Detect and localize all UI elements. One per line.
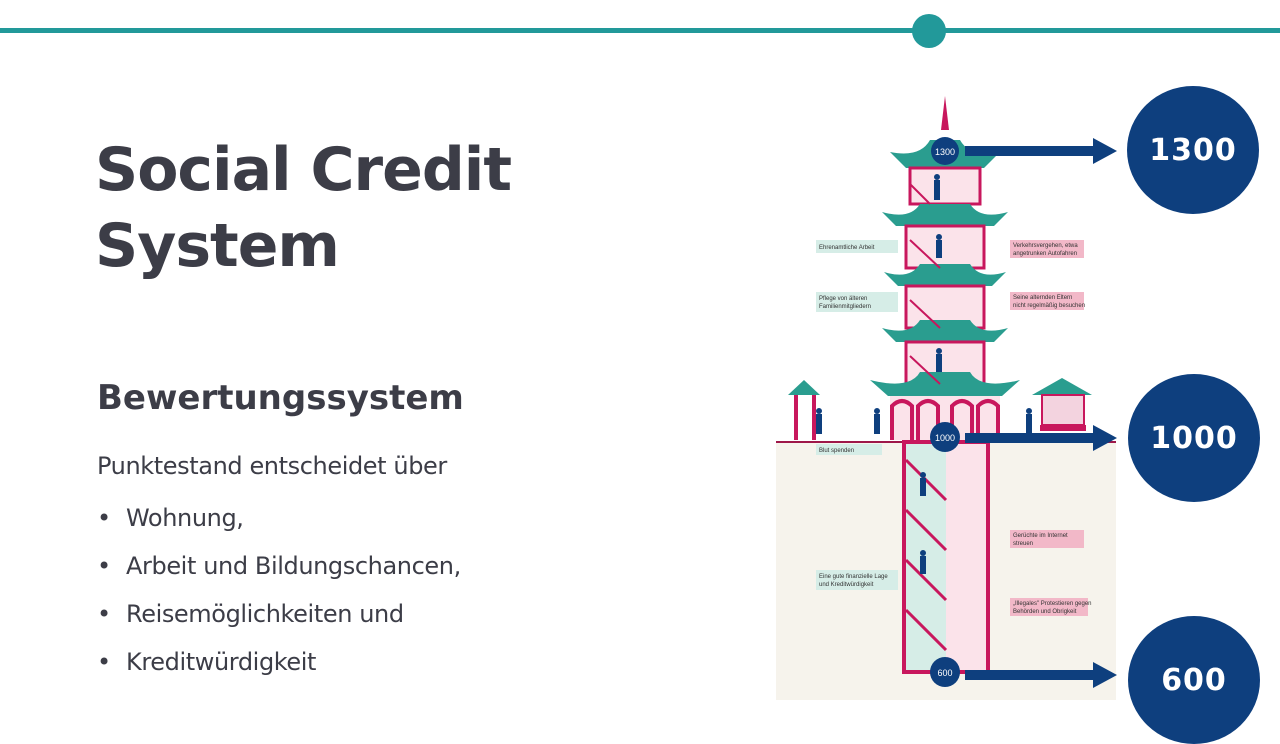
svg-text:1300: 1300 [935, 147, 955, 157]
label-pflege: Pflege von älteren Familienmitgliedern [816, 292, 898, 312]
arrow-1000 [965, 425, 1117, 451]
score-circle-1000: 1000 [1128, 374, 1260, 502]
floor-2 [904, 224, 986, 270]
svg-text:nicht regelmäßig besuchen: nicht regelmäßig besuchen [1013, 303, 1085, 309]
label-geruechte: Gerüchte im Internet streuen [1010, 530, 1084, 548]
svg-text:Ehrenamtliche Arbeit: Ehrenamtliche Arbeit [819, 245, 875, 251]
svg-text:600: 600 [937, 668, 952, 678]
svg-text:Seine alternden Eltern: Seine alternden Eltern [1013, 295, 1072, 301]
svg-text:angetrunken Autofahren: angetrunken Autofahren [1013, 251, 1077, 257]
label-eltern: Seine alternden Eltern nicht regelmäßig … [1010, 292, 1085, 310]
bullet-item: •Arbeit und Bildungschancen, [97, 552, 461, 580]
svg-text:Familienmitgliedern: Familienmitgliedern [819, 304, 871, 310]
score-circle-600: 600 [1128, 616, 1260, 744]
arrow-1300 [965, 138, 1117, 164]
title-line-1: Social Credit [95, 135, 512, 205]
badge-1300: 1300 [931, 137, 959, 165]
title-line-2: System [95, 211, 340, 281]
roof-4 [882, 320, 1008, 342]
header-rule [0, 28, 1280, 33]
roof-main [870, 372, 1020, 396]
slide-title: Social Credit System [95, 132, 512, 284]
tower-spire [941, 96, 949, 130]
roof-3 [884, 264, 1006, 286]
people-figures [816, 174, 1032, 574]
left-pavilion [788, 380, 820, 440]
tower-stairs [909, 183, 941, 385]
pagoda-tower-illustration: 1300 1000 600 Ehrenamtliche Arbeit Pfleg… [776, 96, 1116, 700]
svg-text:Behörden und Obrigkeit: Behörden und Obrigkeit [1013, 609, 1077, 615]
badge-600: 600 [930, 657, 960, 687]
label-finanzen: Eine gute finanzielle Lage und Kreditwür… [816, 570, 898, 590]
svg-text:und Kreditwürdigkeit: und Kreditwürdigkeit [819, 582, 874, 588]
roof-2 [882, 204, 1008, 226]
svg-text:Verkehrsvergehen, etwa: Verkehrsvergehen, etwa [1013, 243, 1078, 249]
badge-1000: 1000 [930, 422, 960, 452]
label-verkehr: Verkehrsvergehen, etwa angetrunken Autof… [1010, 240, 1084, 258]
bullet-item: •Reisemöglichkeiten und [97, 600, 404, 628]
svg-text:Blut spenden: Blut spenden [819, 448, 854, 454]
svg-text:„Illegales" Protestieren gegen: „Illegales" Protestieren gegen [1013, 601, 1092, 607]
svg-text:Gerüchte im Internet: Gerüchte im Internet [1013, 533, 1068, 539]
slide-subtitle: Bewertungssystem [97, 378, 464, 418]
svg-text:Eine gute finanzielle Lage: Eine gute finanzielle Lage [819, 574, 888, 580]
label-protest: „Illegales" Protestieren gegen Behörden … [1010, 598, 1092, 616]
floor-top [908, 166, 982, 206]
svg-text:1000: 1000 [935, 433, 955, 443]
arrow-600 [965, 662, 1117, 688]
score-circle-1300: 1300 [1127, 86, 1259, 214]
bullet-list: •Wohnung, •Arbeit und Bildungschancen, •… [97, 500, 461, 692]
right-pavilion [1032, 378, 1092, 431]
label-ehrenamt: Ehrenamtliche Arbeit [816, 240, 898, 253]
header-dot [912, 14, 946, 48]
label-blut: Blut spenden [816, 444, 882, 455]
intro-text: Punktestand entscheidet über [97, 452, 447, 480]
bullet-item: •Kreditwürdigkeit [97, 648, 317, 676]
svg-text:streuen: streuen [1013, 541, 1033, 547]
svg-text:Pflege von älteren: Pflege von älteren [819, 296, 867, 302]
bullet-item: •Wohnung, [97, 504, 244, 532]
